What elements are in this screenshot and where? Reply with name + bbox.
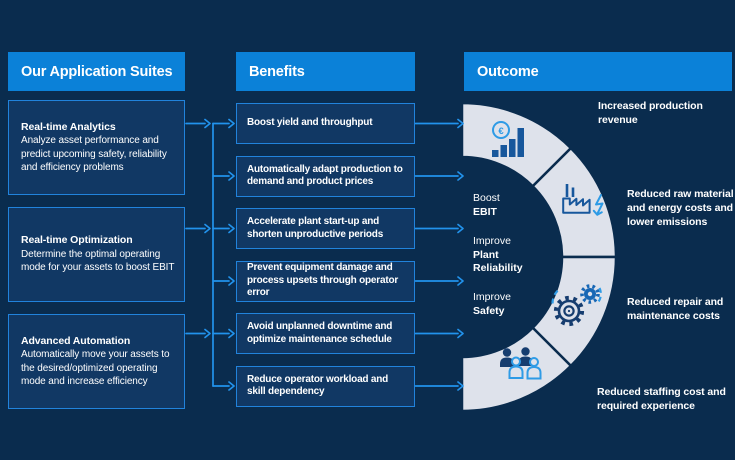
- center-label-emphasis: Plant Reliability: [473, 248, 523, 275]
- benefit-card: Avoid unplanned downtime and optimize ma…: [236, 313, 415, 354]
- suite-to-benefit-arrows: [185, 118, 235, 391]
- benefit-label: Automatically adapt production to demand…: [247, 163, 403, 188]
- ring-center-label-reliability: Improve Plant Reliability: [473, 235, 537, 276]
- benefit-card: Boost yield and throughput: [236, 103, 415, 144]
- benefit-card: Automatically adapt production to demand…: [236, 155, 415, 197]
- benefit-card: Reduce operator workload and skill depen…: [236, 365, 415, 407]
- benefit-label: Reduce operator workload and skill depen…: [247, 373, 389, 398]
- ring-center-label-ebit: Boost EBIT: [473, 192, 537, 219]
- benefit-label: Boost yield and throughput: [247, 117, 373, 129]
- center-label-lead: Improve: [473, 235, 511, 247]
- benefit-to-outcome-arrows: [414, 118, 464, 391]
- benefit-label: Avoid unplanned downtime and optimize ma…: [247, 321, 393, 345]
- outcome-label-production: Increased production revenue: [598, 100, 703, 126]
- suite-description: Determine the optimal operating mode for…: [21, 248, 175, 274]
- center-label-emphasis: EBIT: [473, 205, 497, 218]
- benefit-label: Accelerate plant start-up and shorten un…: [247, 216, 384, 240]
- factory-emissions-icon: [562, 184, 604, 216]
- benefit-card: Accelerate plant start-up and shorten un…: [236, 208, 415, 249]
- outcome-label-maintenance: Reduced repair and maintenance costs: [627, 296, 724, 322]
- suite-title: Real-time Optimization: [21, 234, 133, 247]
- benefit-label: Prevent equipment damage and process ups…: [247, 262, 399, 299]
- benefits-header: Benefits: [236, 52, 415, 91]
- suite-card-real-time-optimization: Real-time Optimization Determine the opt…: [8, 207, 185, 302]
- suite-description: Automatically move your assets to the de…: [21, 349, 170, 387]
- team-icon: [500, 347, 542, 380]
- center-label-emphasis: Safety: [473, 304, 505, 317]
- suite-card-advanced-automation: Advanced Automation Automatically move y…: [8, 314, 185, 409]
- outcome-label-staffing: Reduced staffing cost and required exper…: [597, 386, 726, 412]
- center-label-lead: Improve: [473, 291, 511, 303]
- suite-title: Real-time Analytics: [21, 120, 116, 133]
- gears-icon: [551, 284, 602, 327]
- suite-card-real-time-analytics: Real-time Analytics Analyze asset perfor…: [8, 100, 185, 195]
- ring-center-label-safety: Improve Safety: [473, 291, 537, 318]
- suite-title: Advanced Automation: [21, 334, 131, 347]
- outcome-label-materials: Reduced raw material and energy costs an…: [627, 188, 734, 228]
- outcome-header: Outcome: [464, 52, 732, 91]
- benefit-card: Prevent equipment damage and process ups…: [236, 260, 415, 302]
- euro-symbol: €: [498, 126, 504, 137]
- lightning-arrow-icon: [592, 194, 604, 216]
- center-label-lead: Boost: [473, 192, 500, 204]
- suites-header: Our Application Suites: [8, 52, 185, 91]
- revenue-bar-chart-euro-icon: €: [492, 121, 524, 157]
- suite-description: Analyze asset performance and predict up…: [21, 135, 167, 173]
